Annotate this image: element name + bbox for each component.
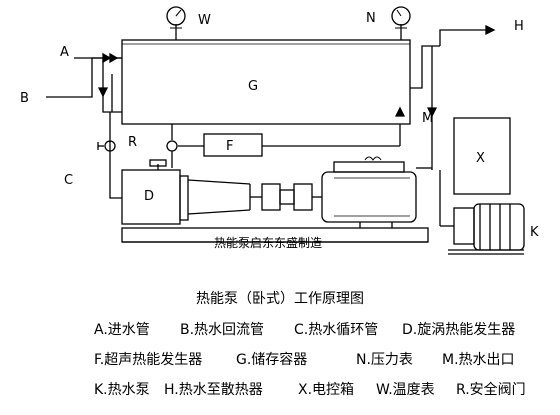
main-motor <box>321 156 432 228</box>
valve-c-left <box>104 140 116 152</box>
storage-tank <box>121 39 411 125</box>
legend-item: G.储存容器 <box>236 352 308 368</box>
label-d: D <box>144 189 154 204</box>
legend-item: F.超声热能发生器 <box>94 352 203 368</box>
caption-title: 热能泵（卧式）工作原理图 <box>196 291 364 307</box>
legend-item: A.进水管 <box>94 322 150 338</box>
legend-item: H.热水至散热器 <box>164 382 263 398</box>
control-box <box>453 117 511 195</box>
label-c: C <box>64 173 73 188</box>
legend-item: M.热水出口 <box>442 352 515 368</box>
label-n: N <box>366 11 376 26</box>
label-h: H <box>514 19 524 34</box>
label-m: M <box>422 111 433 126</box>
label-a: A <box>60 45 69 60</box>
shaft-coupling <box>250 183 322 211</box>
base-maker-text: 热能泵启东东盛制造 <box>214 235 322 250</box>
hot-water-pump <box>439 170 525 255</box>
label-g: G <box>248 79 258 94</box>
thermometer-gauge <box>166 6 186 40</box>
legend-item: W.温度表 <box>376 382 435 398</box>
safety-valve <box>166 140 178 152</box>
heat-pump-diagram: A B C D F G H K M N R W X 热能泵启东东盛制造 <box>20 6 539 255</box>
label-b: B <box>20 91 29 106</box>
legend-item: K.热水泵 <box>94 382 150 398</box>
label-f: F <box>226 139 233 154</box>
legend-item: C.热水循环管 <box>294 322 379 338</box>
label-r: R <box>128 135 137 150</box>
label-k: K <box>530 225 539 240</box>
legend-item: R.安全阀门 <box>456 382 526 398</box>
pressure-gauge <box>391 6 411 40</box>
label-x: X <box>476 151 485 166</box>
ultrasonic-generator <box>203 133 263 157</box>
legend-item: D.旋涡热能发生器 <box>402 322 516 338</box>
label-w: W <box>198 13 211 28</box>
legend-item: B.热水回流管 <box>180 322 265 338</box>
outlet-pipe-m <box>410 45 440 89</box>
heater-pipe-h <box>439 29 493 46</box>
diagram-caption: 热能泵（卧式）工作原理图 A.进水管 B.热水回流管 C.热水循环管 D.旋涡热… <box>0 290 560 415</box>
legend-item: N.压力表 <box>356 352 413 368</box>
legend-item: X.电控箱 <box>298 382 355 398</box>
circulation-pipe-c <box>109 112 122 199</box>
vortex-generator <box>121 159 251 225</box>
return-pipe-b <box>46 57 122 98</box>
